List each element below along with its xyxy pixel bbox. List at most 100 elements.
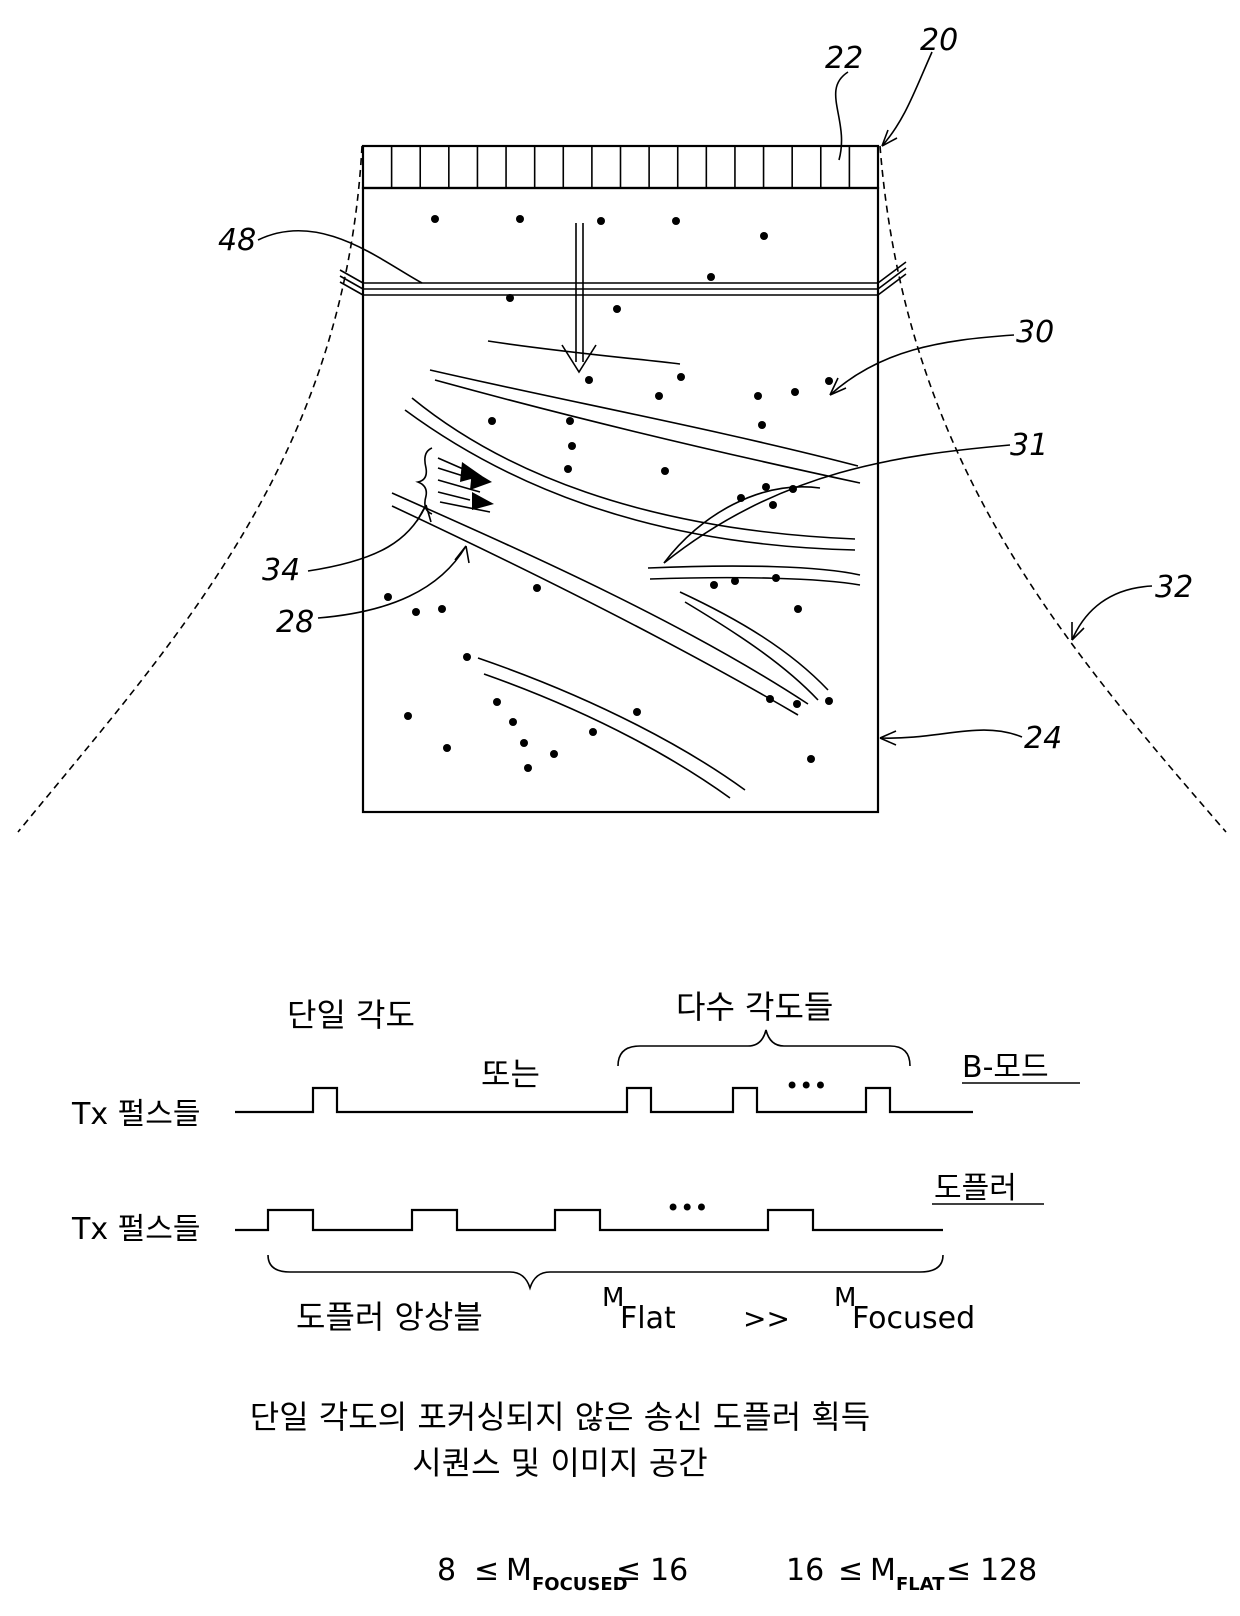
ref-22: 22	[825, 41, 863, 76]
focused-upper: 16	[650, 1553, 688, 1588]
leader-30	[830, 335, 1014, 395]
tissue-structures	[392, 341, 860, 798]
scatterer-dot	[633, 708, 641, 716]
scatterer-dot	[597, 217, 605, 225]
scatterer-dot	[825, 377, 833, 385]
flat-m: M	[870, 1553, 896, 1588]
ref-34: 34	[262, 553, 300, 588]
scatterer-dot	[564, 465, 572, 473]
flat-leq-1: ≤	[838, 1553, 863, 1588]
doppler-label: 도플러	[934, 1171, 1017, 1206]
focused-range: 8 ≤ M FOCUSED ≤ 16	[437, 1553, 688, 1595]
flat-lower: 16	[786, 1553, 824, 1588]
ref-24: 24	[1024, 721, 1062, 756]
ref-48: 48	[218, 223, 256, 258]
focused-sub: FOCUSED	[532, 1574, 628, 1595]
scatterer-dot	[520, 739, 528, 747]
leader-32	[1072, 586, 1152, 640]
flat-leq-2: ≤	[946, 1553, 971, 1588]
focused-m: M	[506, 1553, 532, 1588]
flat-upper: 128	[980, 1553, 1037, 1588]
scatterer-dot	[412, 608, 420, 616]
plane-wavefront	[340, 262, 906, 295]
tx-pulses-label-1: Tx 펄스들	[71, 1097, 200, 1132]
multiple-angles-brace	[618, 1030, 910, 1066]
scatterer-dot	[655, 392, 663, 400]
leader-31	[664, 445, 1010, 563]
transducer-elements	[392, 146, 850, 188]
ellipsis-1: •••	[785, 1072, 827, 1100]
leader-20	[882, 52, 932, 146]
doppler-pulse-train	[235, 1210, 943, 1230]
tx-pulses-label-2: Tx 펄스들	[71, 1212, 200, 1247]
scatterer-dot	[493, 698, 501, 706]
scatterer-dot	[566, 417, 574, 425]
flat-range: 16 ≤ M FLAT ≤ 128	[786, 1553, 1037, 1595]
transmit-direction-arrow	[562, 223, 596, 372]
flat-sub: FLAT	[896, 1574, 945, 1595]
m-flat-sub: Flat	[620, 1301, 676, 1336]
scatterer-dot	[661, 467, 669, 475]
focused-leq-2: ≤	[616, 1553, 641, 1588]
vessel-wall-lower	[392, 506, 798, 715]
scatterer-dot	[585, 376, 593, 384]
m-focused-term: M Focused	[834, 1283, 975, 1336]
scatterer-dot	[731, 577, 739, 585]
scatterer-dot	[509, 718, 517, 726]
single-angle-label: 단일 각도	[287, 996, 415, 1034]
image-region	[363, 188, 878, 812]
pulse-timing-diagram: 단일 각도 다수 각도들 또는 B-모드 Tx 펄스들 ••• 도플러 Tx 펄…	[71, 988, 1080, 1336]
scatterer-dot	[710, 581, 718, 589]
vessel-wall-upper	[392, 493, 808, 704]
scatterer-dot	[737, 494, 745, 502]
scatterer-dot	[793, 700, 801, 708]
scatterer-dot	[760, 232, 768, 240]
scatterer-dot	[613, 305, 621, 313]
scatterer-dot	[488, 417, 496, 425]
scatterer-dot	[533, 584, 541, 592]
scatterer-dot	[772, 574, 780, 582]
scatterer-dot	[807, 755, 815, 763]
scatterer-dot	[794, 605, 802, 613]
scatterer-dot	[443, 744, 451, 752]
scatterer-dot	[791, 388, 799, 396]
ref-31: 31	[1010, 428, 1048, 463]
ensemble-size-ranges: 8 ≤ M FOCUSED ≤ 16 16 ≤ M FLAT ≤ 128	[437, 1553, 1037, 1595]
doppler-ensemble-label: 도플러 앙상블	[296, 1298, 483, 1336]
m-focused-sub: Focused	[852, 1301, 975, 1336]
leader-24	[880, 730, 1022, 738]
caption-line-1: 단일 각도의 포커싱되지 않은 송신 도플러 획득	[250, 1398, 870, 1436]
b-mode-label: B-모드	[962, 1050, 1049, 1085]
leader-48	[258, 231, 422, 283]
scatterer-dot	[550, 750, 558, 758]
scatterer-dot	[438, 605, 446, 613]
focused-leq-1: ≤	[474, 1553, 499, 1588]
scatterer-dot	[707, 273, 715, 281]
focused-lower: 8	[437, 1553, 456, 1588]
scatterer-dot	[516, 215, 524, 223]
scatterer-dot	[825, 697, 833, 705]
scatterer-dot	[754, 392, 762, 400]
scatterer-dot	[766, 695, 774, 703]
multiple-angles-label: 다수 각도들	[676, 988, 833, 1026]
scatterer-dot	[506, 294, 514, 302]
ref-20: 20	[920, 23, 958, 58]
figure-caption: 단일 각도의 포커싱되지 않은 송신 도플러 획득 시퀀스 및 이미지 공간	[250, 1398, 870, 1482]
scatterer-dot	[769, 501, 777, 509]
beam-envelope-left	[18, 146, 362, 832]
scatterer-dot	[672, 217, 680, 225]
scatterer-dot	[677, 373, 685, 381]
b-mode-pulse-train	[235, 1088, 973, 1112]
scatterer-dot	[384, 593, 392, 601]
ellipsis-2: •••	[666, 1194, 708, 1222]
scatterer-dot	[762, 483, 770, 491]
ref-30: 30	[1016, 315, 1054, 350]
leader-34	[308, 505, 426, 571]
m-flat-term: M Flat	[602, 1283, 676, 1336]
scatterer-dot	[589, 728, 597, 736]
caption-line-2: 시퀀스 및 이미지 공간	[412, 1444, 707, 1482]
scatterer-dot	[463, 653, 471, 661]
ref-28: 28	[276, 605, 314, 640]
image-space-diagram: 20 22 48 30 31 34 32 28 24	[18, 23, 1226, 832]
